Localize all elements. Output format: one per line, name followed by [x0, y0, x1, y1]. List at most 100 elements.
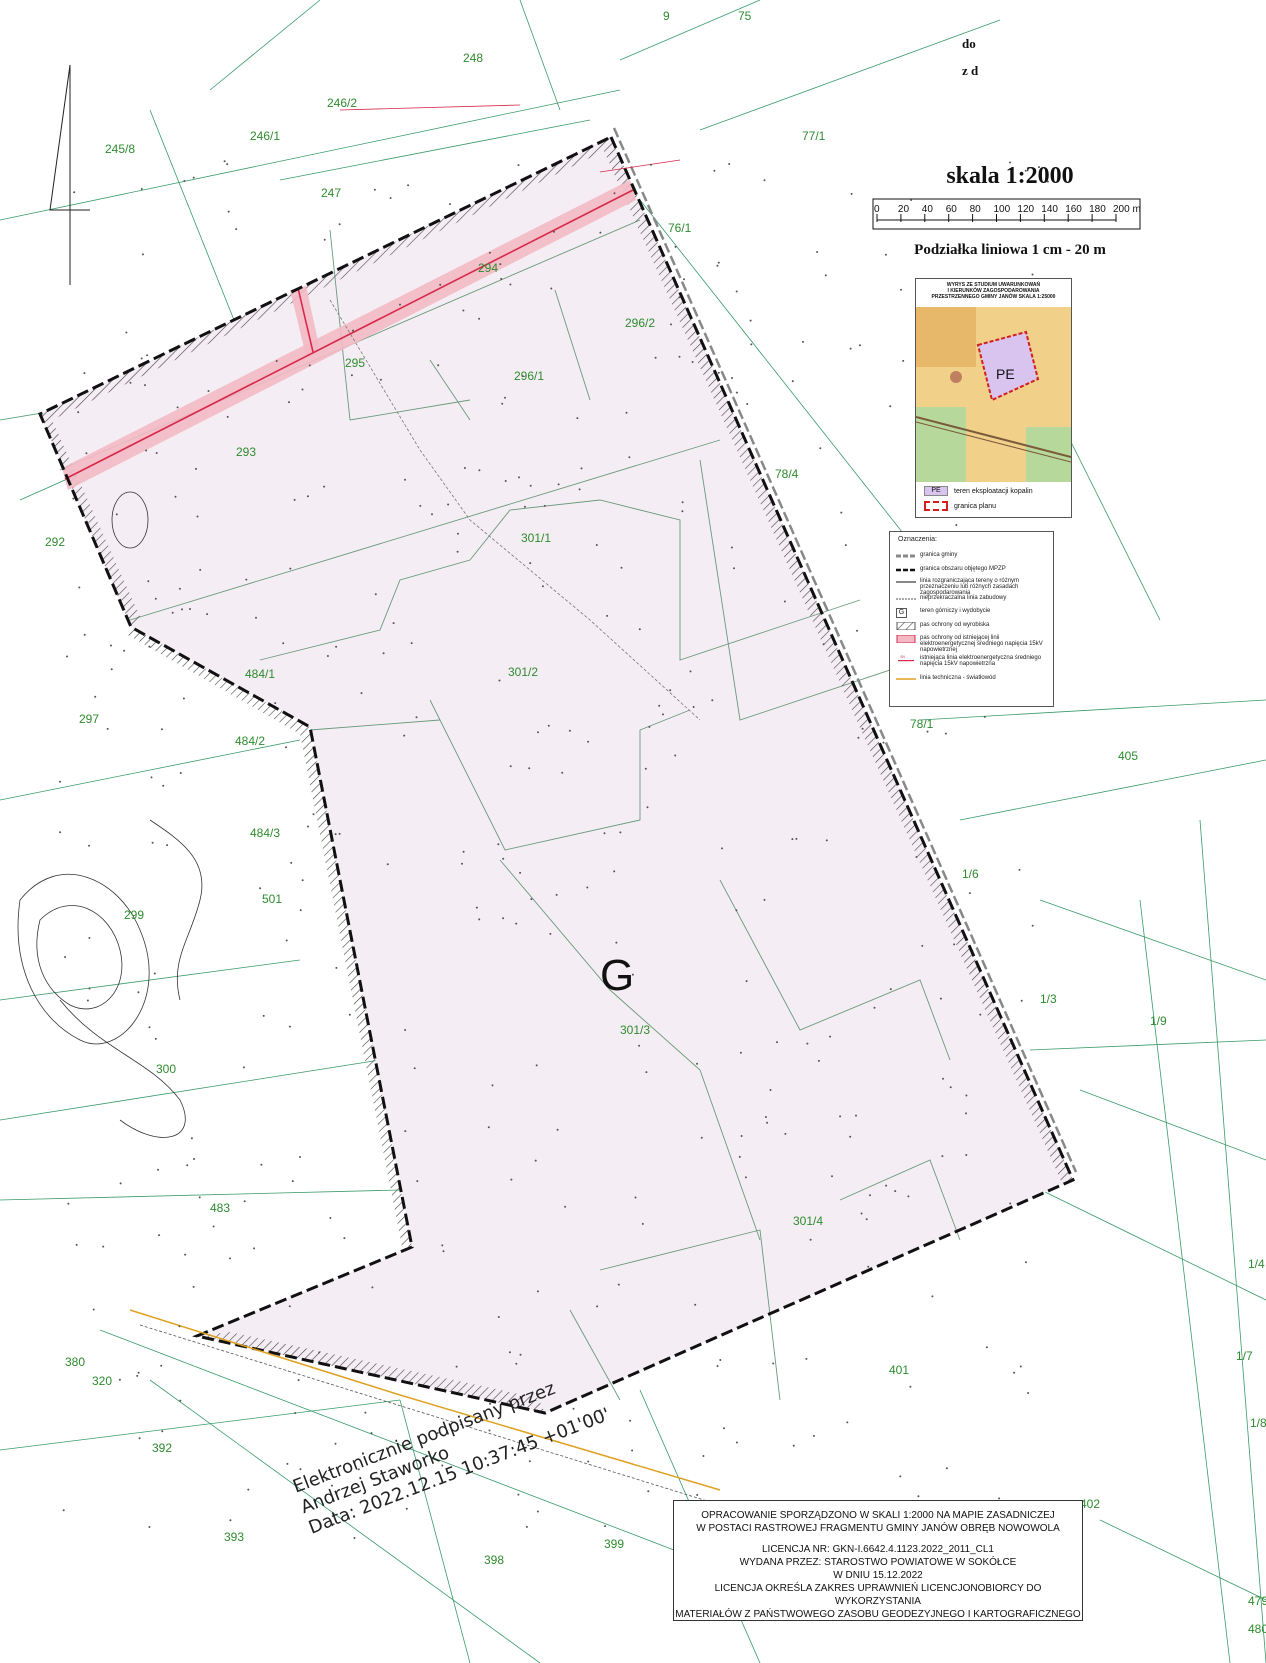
survey-point [137, 1371, 140, 1374]
survey-point [437, 364, 440, 367]
parcel-label: 405 [1118, 749, 1138, 763]
survey-point [519, 1353, 522, 1356]
survey-point [335, 966, 338, 969]
survey-point [323, 485, 326, 488]
survey-point [683, 278, 685, 281]
survey-point [334, 833, 337, 836]
survey-point [576, 417, 579, 420]
survey-point [850, 192, 853, 195]
survey-point [288, 1305, 291, 1308]
parcel-label: 78/4 [775, 467, 799, 481]
survey-point [301, 388, 304, 391]
survey-point [260, 1163, 263, 1166]
survey-point [696, 1494, 699, 1496]
survey-point [66, 655, 68, 658]
survey-point [318, 1351, 321, 1354]
survey-point [1018, 868, 1021, 871]
survey-point [348, 1013, 351, 1016]
survey-point [193, 1158, 195, 1160]
license-line-7: MATERIAŁÓW Z PAŃSTWOWEGO ZASOBU GEODEZYJ… [675, 1609, 1081, 1620]
survey-point [716, 1365, 719, 1368]
survey-point [115, 513, 118, 516]
survey-point [889, 988, 892, 991]
survey-point [179, 1399, 182, 1402]
survey-point [716, 264, 719, 267]
header-line-1: do [962, 36, 976, 51]
survey-point [447, 503, 450, 506]
survey-point [613, 870, 616, 873]
survey-point [85, 452, 88, 455]
survey-point [855, 1114, 857, 1117]
license-line-5: W DNIU 15.12.2022 [833, 1570, 923, 1581]
survey-point [646, 806, 649, 809]
survey-point [291, 1180, 294, 1183]
survey-point [873, 1006, 876, 1009]
survey-point [519, 871, 522, 874]
survey-point [478, 317, 481, 320]
parcel-label: 76/1 [668, 221, 692, 235]
inset-legend-plan: granica planu [924, 501, 996, 511]
survey-point [125, 331, 128, 334]
survey-point [75, 1243, 78, 1246]
survey-point [325, 1478, 328, 1481]
survey-point [140, 357, 143, 360]
survey-point [253, 1247, 256, 1250]
survey-point [840, 511, 843, 514]
survey-point [869, 1194, 871, 1197]
survey-point [572, 1407, 575, 1410]
survey-point [1009, 1202, 1012, 1205]
survey-point [488, 1429, 491, 1432]
survey-point [595, 544, 598, 546]
survey-point [389, 197, 392, 199]
scale-tick-label: 120 [1017, 204, 1034, 215]
inset-legend-pe-label: teren eksploatacji kopalin [954, 487, 1033, 495]
survey-point [415, 716, 418, 719]
survey-point [536, 1510, 539, 1513]
survey-point [910, 199, 913, 201]
survey-point [178, 587, 181, 590]
parcel-label: 77/1 [802, 129, 826, 143]
survey-point [286, 1462, 289, 1465]
survey-point [629, 1419, 632, 1422]
parcel-label: 78/1 [910, 717, 934, 731]
survey-point [674, 245, 677, 248]
survey-point [750, 343, 753, 346]
survey-point [413, 1067, 416, 1070]
survey-point [965, 1154, 968, 1156]
scale-tick-label: 140 [1041, 204, 1058, 215]
survey-point [399, 303, 401, 306]
survey-point [288, 1025, 291, 1028]
survey-point [147, 580, 150, 583]
survey-point [382, 652, 385, 655]
parcel-label: 296/2 [625, 316, 655, 330]
survey-point [641, 1222, 644, 1225]
survey-point [517, 164, 520, 167]
parcel-label: 1/9 [1150, 1014, 1167, 1028]
survey-point [648, 725, 651, 728]
survey-point [817, 1059, 820, 1062]
survey-point [449, 203, 451, 206]
survey-point [174, 495, 177, 498]
survey-point [515, 922, 518, 925]
survey-point [931, 1295, 934, 1298]
survey-point [846, 1421, 849, 1424]
survey-point [478, 918, 481, 921]
survey-point [535, 1064, 538, 1067]
parcel-label: 300 [156, 1062, 176, 1076]
survey-point [73, 191, 76, 194]
survey-point [578, 488, 581, 491]
road-line [139, 1324, 721, 1506]
parcel-label: 248 [463, 51, 483, 65]
parcel-label: 246/1 [250, 129, 280, 143]
survey-point [669, 689, 672, 692]
survey-point [190, 1137, 193, 1140]
survey-point [487, 1126, 490, 1129]
survey-point [297, 1379, 300, 1382]
survey-point [809, 1238, 812, 1241]
survey-point [146, 354, 149, 357]
survey-point [229, 1257, 231, 1260]
survey-point [229, 1519, 232, 1522]
survey-point [78, 586, 81, 589]
study-inset: WYRYS ZE STUDIUM UWARUNKOWAŃ I KIERUNKÓW… [915, 278, 1072, 518]
